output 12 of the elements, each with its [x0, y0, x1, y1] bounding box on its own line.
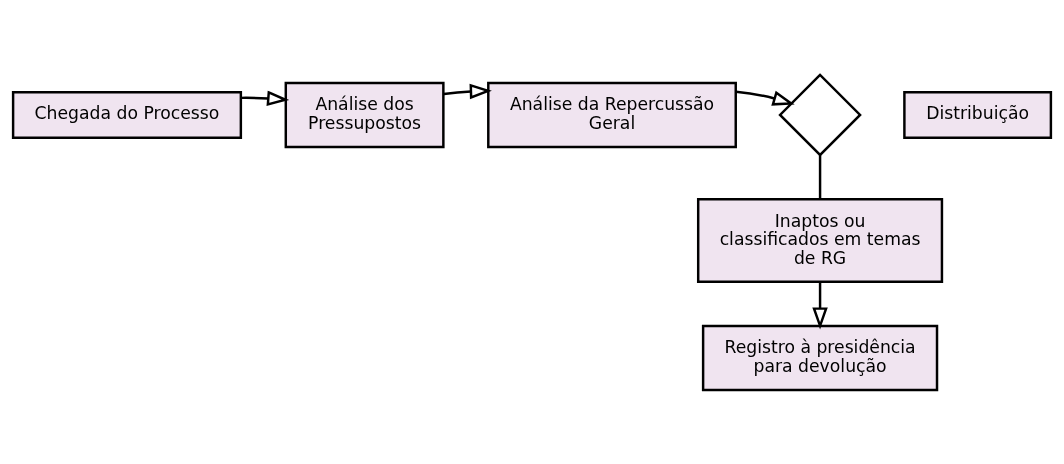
node-box: Inaptos ou classificados em temas de RG: [696, 197, 944, 283]
arrow: [241, 90, 290, 106]
arrow: [443, 83, 492, 99]
node-box: Chegada do Processo: [11, 90, 243, 139]
node-box: Distribuição: [903, 90, 1053, 139]
node-box: Análise dos Pressupostos: [284, 81, 445, 148]
arrow: [735, 90, 795, 106]
connector: [818, 154, 822, 199]
node-diamond: [778, 72, 862, 157]
node-box: Análise da Repercussão Geral: [487, 81, 737, 148]
node-box: Registro à presidência para devolução: [701, 324, 939, 391]
arrow: [812, 281, 828, 330]
